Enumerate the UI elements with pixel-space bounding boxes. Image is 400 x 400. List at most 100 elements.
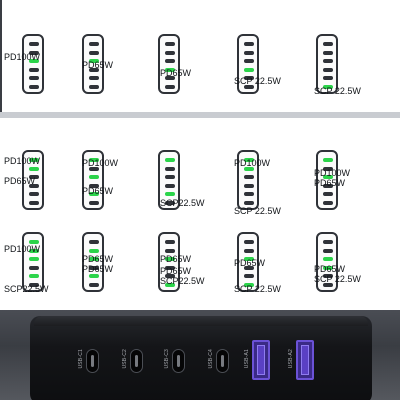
active-port-indicator: [89, 257, 99, 261]
inactive-port-indicator: [29, 265, 39, 270]
inactive-port-indicator: [89, 166, 99, 171]
power-label: SCP 22.5W: [234, 206, 281, 216]
inactive-port-indicator: [323, 59, 333, 63]
inactive-port-indicator: [165, 183, 175, 188]
active-port-indicator: [165, 192, 175, 196]
inactive-port-indicator: [244, 50, 254, 55]
active-port-indicator: [165, 282, 175, 287]
active-port-indicator: [323, 84, 333, 89]
panel-divider: [0, 112, 400, 118]
inactive-port-indicator: [29, 67, 39, 72]
active-port-indicator: [323, 175, 333, 179]
power-label: SCP22.5W: [160, 276, 205, 286]
charger-diagram: [316, 150, 338, 210]
inactive-port-indicator: [323, 192, 333, 196]
inactive-port-indicator: [29, 42, 39, 46]
inactive-port-indicator: [165, 248, 175, 253]
inactive-port-indicator: [323, 50, 333, 55]
active-port-indicator: [244, 158, 254, 162]
inactive-port-indicator: [89, 50, 99, 55]
active-port-indicator: [165, 257, 175, 261]
active-port-indicator: [244, 282, 254, 287]
port-label: USB-A1: [244, 349, 250, 369]
inactive-port-indicator: [89, 42, 99, 46]
inactive-port-indicator: [323, 42, 333, 46]
active-port-indicator: [29, 257, 39, 261]
inactive-port-indicator: [165, 265, 175, 270]
charger-diagram: [82, 232, 104, 292]
inactive-port-indicator: [29, 175, 39, 179]
usb-c-port: [86, 349, 99, 373]
charger-diagram: [237, 232, 259, 292]
power-label: PD65W: [314, 264, 346, 274]
inactive-port-indicator: [29, 50, 39, 55]
charger-diagram: [237, 34, 259, 94]
inactive-port-indicator: [89, 67, 99, 72]
charger-diagram: [158, 34, 180, 94]
inactive-port-indicator: [244, 200, 254, 205]
inactive-port-indicator: [29, 200, 39, 205]
inactive-port-indicator: [244, 175, 254, 179]
active-port-indicator: [89, 59, 99, 63]
active-port-indicator: [89, 274, 99, 278]
inactive-port-indicator: [165, 200, 175, 205]
port-label: USB-C4: [208, 349, 214, 369]
power-label: PD65W: [160, 68, 192, 78]
active-port-indicator: [29, 248, 39, 253]
inactive-port-indicator: [323, 240, 333, 244]
inactive-port-indicator: [244, 84, 254, 89]
inactive-port-indicator: [165, 76, 175, 80]
inactive-port-indicator: [29, 84, 39, 89]
inactive-port-indicator: [165, 166, 175, 171]
power-label: PD65W: [234, 258, 266, 268]
inactive-port-indicator: [29, 76, 39, 80]
usb-a-port: [252, 340, 270, 380]
power-label: SCP 22.5W: [314, 274, 361, 284]
inactive-port-indicator: [165, 240, 175, 244]
power-label: PD100W: [234, 158, 271, 168]
active-port-indicator: [323, 257, 333, 261]
inactive-port-indicator: [323, 76, 333, 80]
charger-diagram: [316, 232, 338, 292]
active-port-indicator: [29, 274, 39, 278]
power-label: PD65W: [82, 60, 114, 70]
inactive-port-indicator: [29, 282, 39, 287]
power-label: PD65W: [82, 264, 114, 274]
inactive-port-indicator: [323, 274, 333, 278]
inactive-port-indicator: [89, 84, 99, 89]
charger-diagram: [316, 34, 338, 94]
active-port-indicator: [29, 59, 39, 63]
port-label: USB-C3: [164, 349, 170, 369]
inactive-port-indicator: [323, 200, 333, 205]
charger-diagram: [82, 34, 104, 94]
inactive-port-indicator: [244, 265, 254, 270]
inactive-port-indicator: [165, 42, 175, 46]
power-label: PD100W: [314, 168, 351, 178]
power-label: PD65W: [314, 178, 346, 188]
inactive-port-indicator: [165, 59, 175, 63]
power-label: PD65W: [160, 266, 192, 276]
power-label: PD100W: [4, 244, 41, 254]
inactive-port-indicator: [244, 192, 254, 196]
active-port-indicator: [323, 158, 333, 162]
charger-diagram: [158, 232, 180, 292]
power-label: PD100W: [4, 156, 41, 166]
inactive-port-indicator: [89, 76, 99, 80]
hub-top-surface: [34, 316, 368, 326]
inactive-port-indicator: [244, 183, 254, 188]
port-label: USB-C2: [122, 349, 128, 369]
inactive-port-indicator: [165, 50, 175, 55]
single-port-panel: [0, 0, 400, 114]
inactive-port-indicator: [89, 282, 99, 287]
usb-c-port: [172, 349, 185, 373]
usb-c-port: [130, 349, 143, 373]
active-port-indicator: [29, 158, 39, 162]
active-port-indicator: [244, 257, 254, 261]
charger-diagram: [22, 34, 44, 94]
inactive-port-indicator: [89, 265, 99, 270]
power-label: SCP22.5W: [4, 284, 49, 294]
power-label: PD65W: [4, 176, 36, 186]
active-port-indicator: [323, 265, 333, 270]
